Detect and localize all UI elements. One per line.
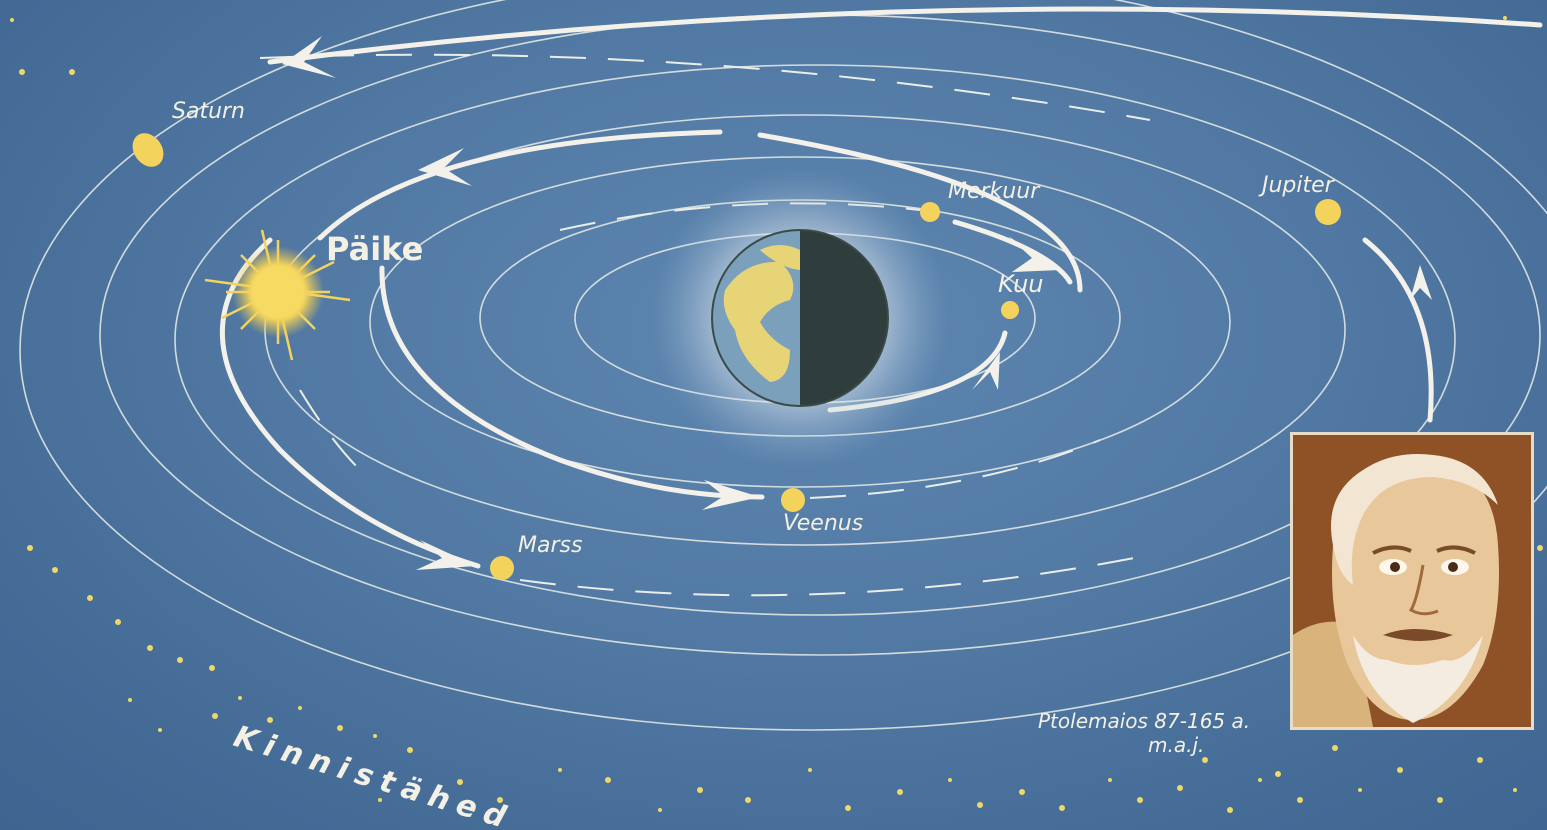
dashed-sun [299,389,361,471]
orbit-outer-1 [369,156,1231,488]
fixed-stars-field [10,16,1543,813]
dashed-saturn [259,53,1151,121]
sun [204,229,351,361]
venus-planet [781,488,805,512]
label-mars: Marss [518,533,582,558]
mars-path [219,237,481,569]
arrowhead-jupiter [1410,265,1432,300]
arrowhead-saturn [282,36,336,78]
label-mercury: Merkuur [948,179,1041,204]
label-venus: Veenus [783,511,863,536]
moon-planet [1001,301,1019,319]
sun-path-top [317,129,723,241]
mars-planet [490,556,514,580]
dashed-mars [519,554,1151,597]
sun-path-right [757,132,1083,293]
planets [132,133,1341,580]
label-jupiter: Jupiter [1258,173,1336,198]
saturn-planet [132,133,164,167]
thin-orbits [19,0,1547,731]
earth-landmass [723,261,794,382]
ptolemy-portrait-drawing [1293,435,1531,727]
arrowhead-moon-top [1008,236,1060,272]
orbit-outer-3 [174,64,1456,616]
label-sun: Päike [326,230,423,268]
jupiter-path [1362,237,1434,423]
arrowhead-sun [418,148,472,186]
arrow-heads [282,36,1432,570]
mercury-planet [920,202,940,222]
portrait-caption-line1: Ptolemaios 87-165 a. [1038,709,1250,733]
arrowhead-moon-bottom [972,352,1000,390]
orbit-outer-5 [19,0,1547,731]
venus-path [379,265,765,500]
earth [711,229,889,407]
jupiter-planet [1315,199,1341,225]
motion-arrows [219,6,1543,569]
arrowhead-mars [416,540,476,570]
label-moon: Kuu [998,270,1044,298]
dashed-venus [809,439,1101,499]
moon-path-top [952,219,1073,285]
earth-landmass-north [760,245,800,270]
label-saturn: Saturn [172,99,245,124]
portrait-caption-line2: m.a.j. [1148,733,1204,757]
saturn-path [267,6,1543,65]
ptolemy-portrait [1290,432,1534,730]
arrowhead-venus [702,480,760,510]
